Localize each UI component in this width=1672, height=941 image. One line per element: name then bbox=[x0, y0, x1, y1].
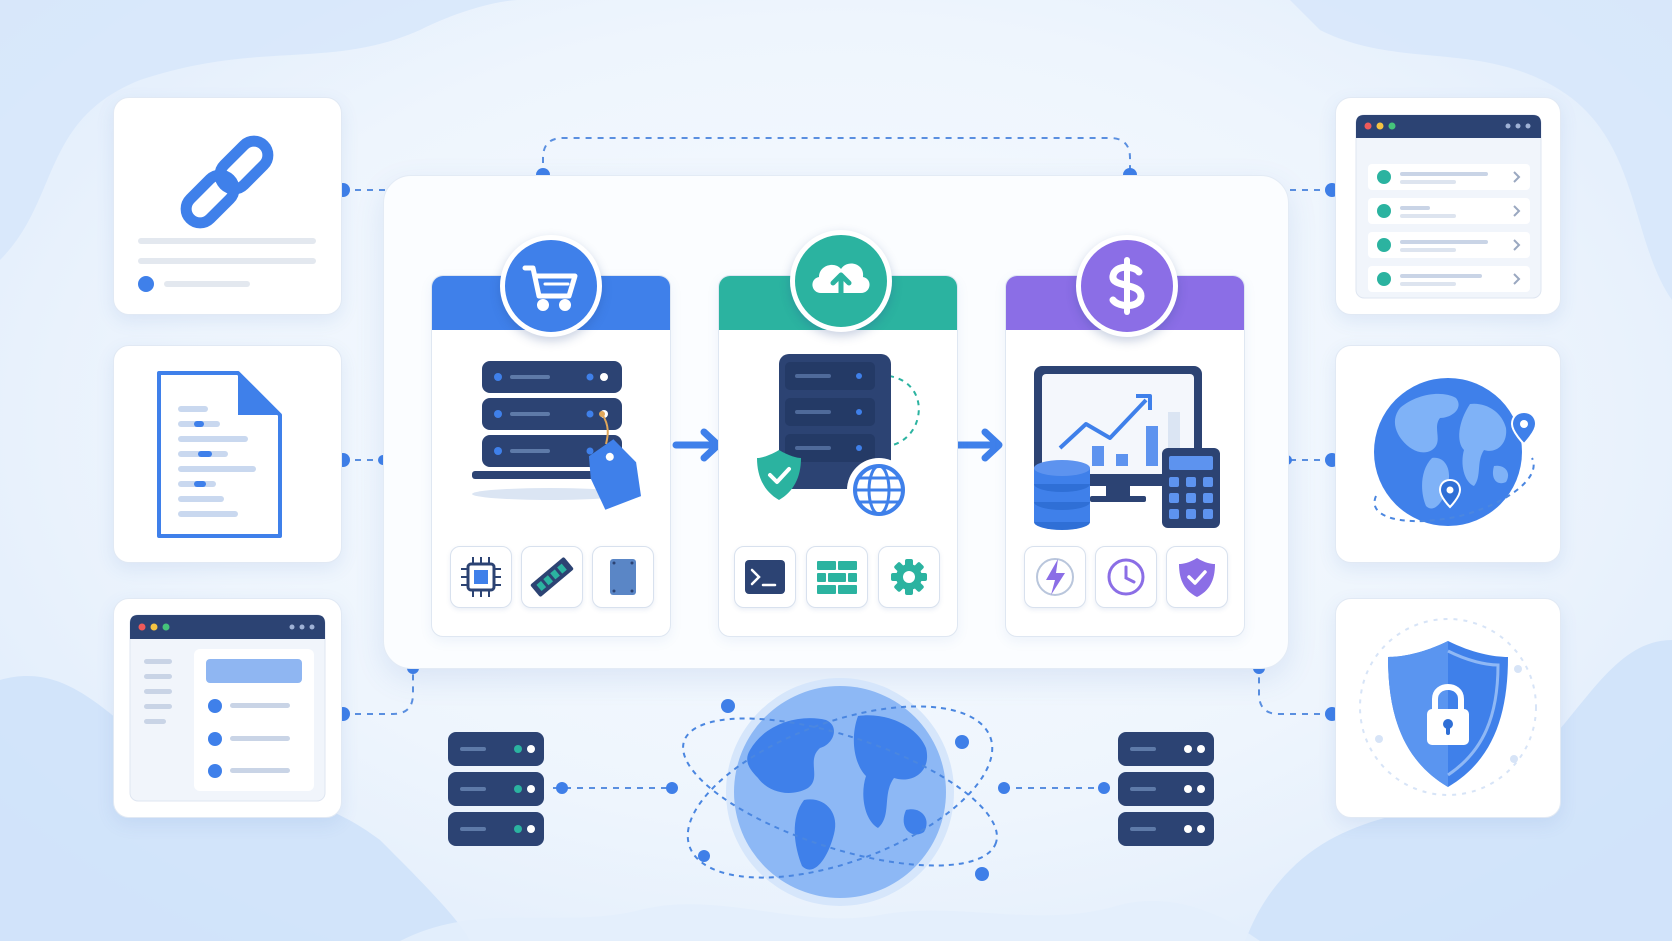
coins-stack-icon bbox=[1034, 460, 1090, 530]
badge-cart bbox=[500, 235, 602, 337]
globe-icon bbox=[847, 458, 911, 522]
shield-lock-icon bbox=[1359, 618, 1537, 796]
dashboard-window-icon bbox=[129, 614, 326, 802]
map-pin-icon bbox=[1438, 478, 1462, 509]
list-card bbox=[1335, 97, 1561, 315]
globe-icon bbox=[682, 678, 998, 906]
shield-check-icon bbox=[1179, 558, 1215, 597]
flow-arrow-2 bbox=[953, 428, 1003, 462]
globe-pins-icon bbox=[1373, 378, 1538, 526]
badge-cloud bbox=[790, 230, 892, 332]
tool-cpu[interactable] bbox=[450, 546, 512, 608]
server-stack-left bbox=[448, 732, 544, 846]
terminal-icon bbox=[745, 560, 785, 594]
link-icon bbox=[180, 135, 274, 229]
server-price-tag-illustration bbox=[472, 361, 642, 510]
globe-network bbox=[682, 678, 998, 906]
tool-terminal[interactable] bbox=[734, 546, 796, 608]
monitor-chart-calculator-illustration bbox=[1034, 366, 1220, 530]
globe-card bbox=[1335, 345, 1561, 563]
tool-performance[interactable] bbox=[1024, 546, 1086, 608]
server-rack-icon bbox=[1118, 732, 1214, 846]
tool-settings[interactable] bbox=[878, 546, 940, 608]
cloud-upload-icon bbox=[812, 263, 870, 300]
server-shield-globe-illustration bbox=[757, 354, 920, 522]
gear-icon bbox=[891, 559, 927, 595]
document-icon bbox=[157, 371, 282, 538]
firewall-icon bbox=[817, 561, 857, 594]
tool-protection[interactable] bbox=[1166, 546, 1228, 608]
dollar-icon bbox=[1109, 257, 1145, 315]
clock-icon bbox=[1107, 558, 1145, 596]
memory-stick-icon bbox=[530, 557, 574, 597]
link-card bbox=[113, 97, 342, 315]
tool-schedule[interactable] bbox=[1095, 546, 1157, 608]
security-card bbox=[1335, 598, 1561, 818]
document-card bbox=[113, 345, 342, 563]
badge-dollar bbox=[1076, 235, 1178, 337]
tool-storage[interactable] bbox=[592, 546, 654, 608]
stage-card-deploy bbox=[718, 275, 958, 637]
price-tag-icon bbox=[588, 439, 642, 510]
dashboard-card bbox=[113, 598, 342, 818]
map-pin-icon bbox=[1510, 410, 1538, 446]
shopping-cart-icon bbox=[522, 265, 578, 311]
cpu-chip-icon bbox=[461, 557, 501, 597]
shield-check-icon bbox=[757, 450, 801, 500]
lightning-icon bbox=[1036, 558, 1074, 596]
server-stack-right bbox=[1118, 732, 1214, 846]
tool-firewall[interactable] bbox=[806, 546, 868, 608]
storage-drive-icon bbox=[610, 559, 636, 595]
tool-memory[interactable] bbox=[521, 546, 583, 608]
calculator-icon bbox=[1162, 448, 1220, 528]
server-rack-icon bbox=[448, 732, 544, 846]
list-window-icon bbox=[1355, 114, 1542, 299]
